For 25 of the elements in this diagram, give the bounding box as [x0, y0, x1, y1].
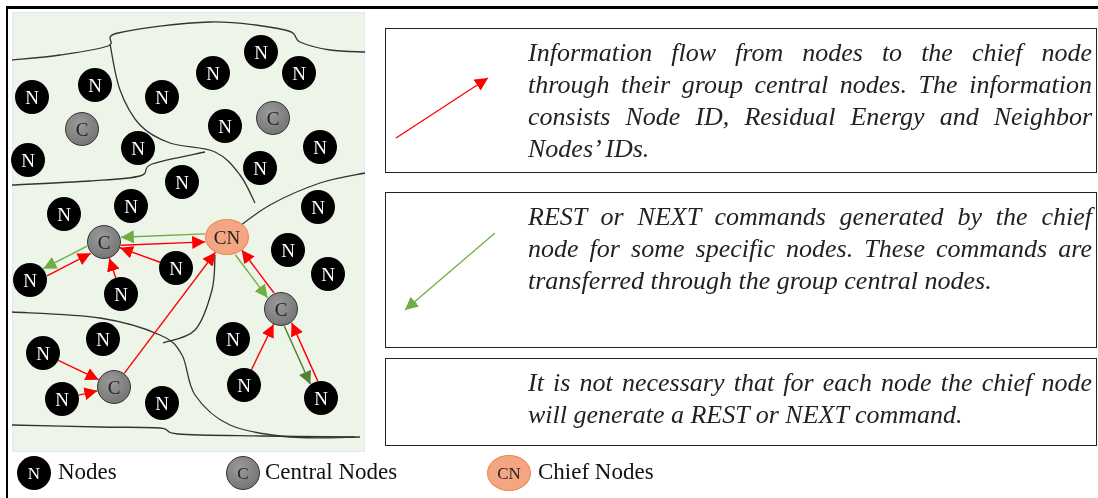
description-text: Information flow from nodes to the chief node through their group central nodes. The information consists Node ID, Residual Energy and Neighbor Nodes’ IDs.: [528, 37, 1092, 165]
description-box: [385, 192, 1097, 348]
arrow: [46, 252, 92, 277]
legend-text: Central Nodes: [265, 458, 398, 486]
arrow: [120, 235, 206, 249]
arrow: [107, 257, 120, 279]
description-box: [385, 28, 1097, 173]
legend-symbol: C: [226, 456, 260, 490]
legend-text: Chief Nodes: [538, 458, 654, 486]
arrow: [241, 249, 275, 294]
arrow: [250, 323, 275, 371]
arrow: [283, 325, 312, 385]
legend-text: Nodes: [58, 458, 117, 486]
arrow: [119, 246, 161, 263]
arrow: [57, 359, 100, 381]
arrow: [290, 322, 319, 382]
legend-symbol: N: [17, 456, 51, 490]
arrow: [42, 245, 88, 270]
arrow: [234, 254, 269, 299]
arrow: [77, 387, 99, 401]
legend-symbol: CN: [487, 455, 531, 491]
arrow: [120, 230, 206, 244]
arrow: [123, 251, 217, 375]
description-box: [385, 358, 1097, 446]
description-text: It is not necessary that for each node the chief node will generate a REST or NEXT command.: [528, 367, 1092, 431]
